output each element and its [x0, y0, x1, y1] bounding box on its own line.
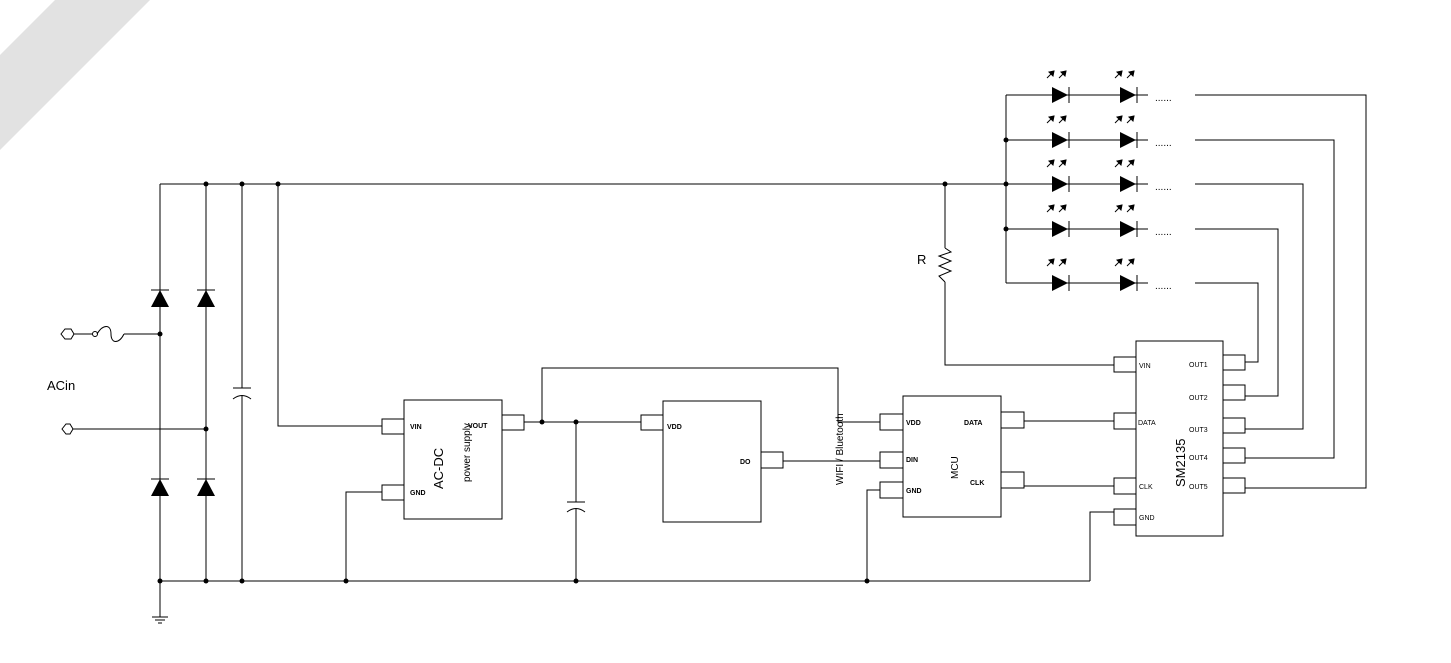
mcu-pin-vdd: VDD [906, 420, 921, 427]
sm2135-pin-gnd: GND [1139, 515, 1155, 522]
led-icon [1052, 176, 1070, 192]
led-continuation: ...... [1155, 227, 1172, 238]
acdc-title: AC-DC [431, 448, 446, 489]
junction-dots [157, 137, 1009, 584]
bulk-capacitor-icon [232, 387, 252, 400]
led-icon [1120, 176, 1138, 192]
ac-dc-chip: VIN GND VOUT AC-DC power supply [381, 399, 525, 520]
module-pin-vdd: VDD [667, 424, 682, 431]
sm2135-pin-out2: OUT2 [1189, 395, 1208, 402]
led-continuation: ...... [1155, 93, 1172, 104]
diode-icon [197, 289, 215, 307]
acdc-subtitle: power supply [462, 423, 473, 482]
sm2135-pin-out1: OUT1 [1189, 362, 1208, 369]
sm2135-pin-clk: CLK [1139, 484, 1153, 491]
wires [71, 94, 1367, 617]
led-continuation: ...... [1155, 281, 1172, 292]
sm2135-chip: VIN DATA CLK GND OUT1 OUT2 OUT3 OUT4 OUT… [1113, 340, 1246, 537]
diode-icon [151, 289, 169, 307]
led-icon [1120, 275, 1138, 291]
ground-icon [152, 616, 168, 624]
sm2135-pin-out4: OUT4 [1189, 455, 1208, 462]
led-icon [1120, 132, 1138, 148]
led-icon [1052, 275, 1070, 291]
mcu-pin-clk: CLK [970, 480, 984, 487]
led-icon [1120, 221, 1138, 237]
acdc-pin-vout: VOUT [468, 423, 488, 430]
led-icon [1120, 87, 1138, 103]
led-continuation: ...... [1155, 182, 1172, 193]
fuse-icon [92, 326, 125, 342]
sm2135-title: SM2135 [1173, 439, 1188, 487]
mcu-title: MCU [950, 456, 961, 479]
led-icon [1052, 87, 1070, 103]
wireless-label: WIFI / Bluetooth [835, 413, 846, 485]
module-pin-do: DO [740, 459, 751, 466]
led-icon [1052, 221, 1070, 237]
watermark-band [0, 0, 150, 150]
wifi-bluetooth-module: VDD DO [640, 400, 784, 523]
output-capacitor-icon [566, 501, 586, 513]
input-terminal-1 [60, 328, 75, 340]
input-terminal-2 [61, 423, 74, 435]
light-emission-arrows [1046, 70, 1135, 267]
resistor-icon [937, 247, 953, 283]
resistor-label: R [917, 252, 926, 267]
diode-icon [197, 478, 215, 496]
mcu-pin-gnd: GND [906, 488, 922, 495]
sm2135-pin-vin: VIN [1139, 363, 1151, 370]
acdc-pin-vin: VIN [410, 424, 422, 431]
bridge-rectifier [151, 289, 215, 496]
sm2135-pin-out3: OUT3 [1189, 427, 1208, 434]
mcu-pin-data: DATA [964, 420, 982, 427]
led-array: ...... ...... ...... ...... ...... [1046, 70, 1172, 292]
led-icon [1052, 132, 1070, 148]
sm2135-pin-data: DATA [1138, 420, 1156, 427]
acdc-pin-gnd: GND [410, 490, 426, 497]
ac-input: ACin [47, 326, 125, 435]
diode-icon [151, 478, 169, 496]
acin-label: ACin [47, 378, 75, 393]
led-continuation: ...... [1155, 138, 1172, 149]
mcu-chip: VDD DIN GND DATA CLK MCU [879, 395, 1025, 518]
sm2135-pin-out5: OUT5 [1189, 484, 1208, 491]
mcu-pin-din: DIN [906, 457, 918, 464]
